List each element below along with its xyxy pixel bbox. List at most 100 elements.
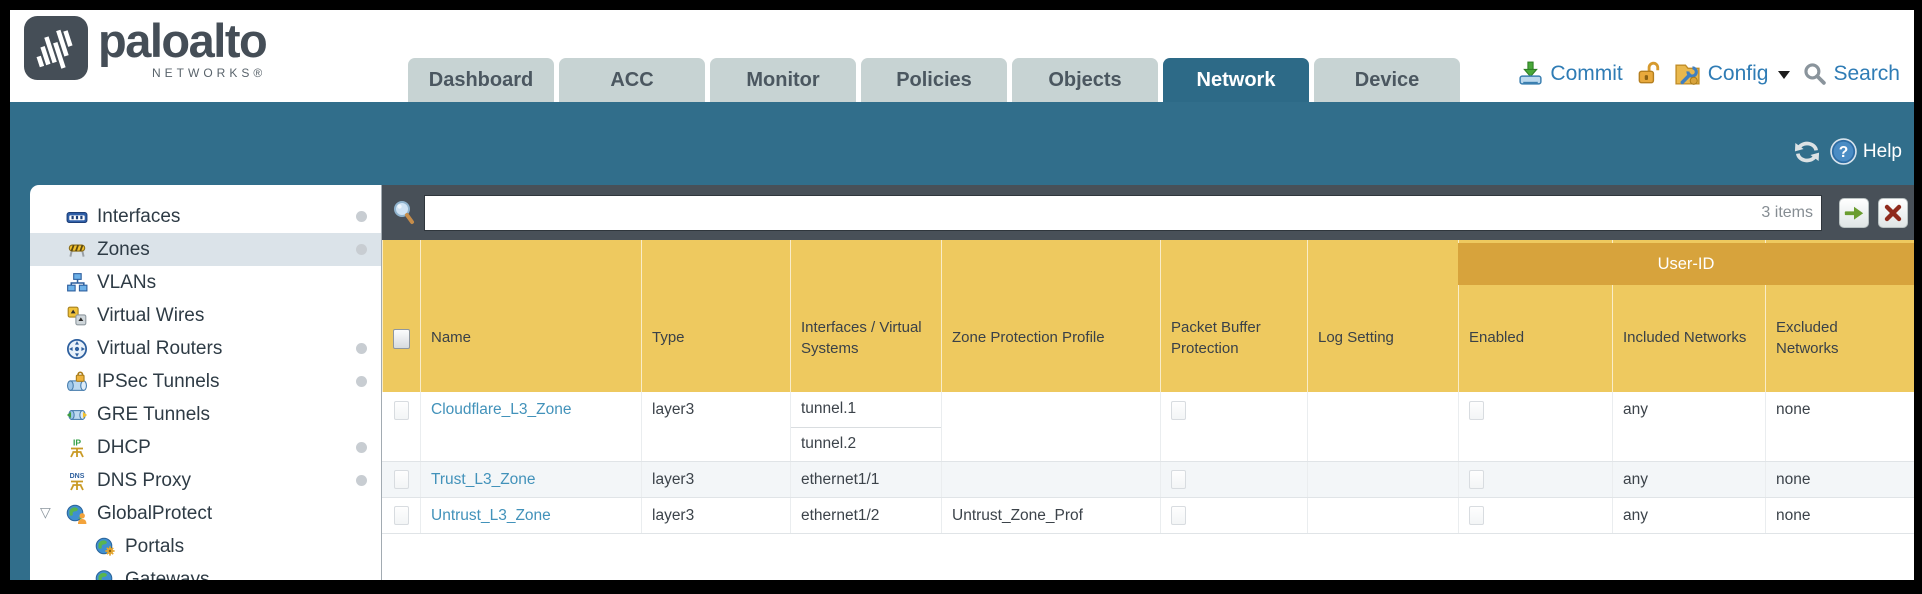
tab-acc[interactable]: ACC <box>559 58 705 102</box>
sidebar-item-zones[interactable]: Zones <box>30 233 381 266</box>
tab-objects[interactable]: Objects <box>1012 58 1158 102</box>
sidebar-item-vlans[interactable]: VLANs <box>30 266 381 299</box>
svg-text:DNS: DNS <box>70 473 85 480</box>
filter-input-wrap: 3 items <box>424 194 1822 231</box>
commit-icon <box>1519 61 1543 85</box>
zone-name-link[interactable]: Cloudflare_L3_Zone <box>431 401 572 418</box>
column-header-included-networks[interactable]: Included Networks <box>1612 240 1765 392</box>
chevron-down-icon <box>1778 71 1791 79</box>
user-id-enabled-checkbox[interactable] <box>1469 470 1484 489</box>
interface-item: tunnel.2 <box>791 426 941 462</box>
row-select-checkbox[interactable] <box>393 401 409 420</box>
status-dot <box>356 211 367 222</box>
paloalto-logo-icon <box>24 16 88 80</box>
zone-protection-profile-cell <box>941 462 1160 497</box>
tab-monitor[interactable]: Monitor <box>710 58 856 102</box>
column-header-enabled[interactable]: Enabled <box>1458 240 1612 392</box>
dns-proxy-icon: DNS <box>66 470 88 492</box>
table-row: Cloudflare_L3_Zone layer3 tunnel.1 tunne… <box>382 392 1914 462</box>
zones-panel: 3 items User-ID Name Typ <box>382 185 1914 580</box>
filter-search-icon <box>394 200 414 224</box>
help-icon: ? <box>1830 138 1857 165</box>
excluded-networks-cell: none <box>1765 498 1914 533</box>
filter-input[interactable] <box>425 195 1762 230</box>
expander-triangle-icon[interactable]: ▽ <box>40 504 51 520</box>
global-search-button[interactable]: Search <box>1802 61 1900 86</box>
header-actions: Commit Config <box>1517 60 1900 87</box>
column-header-interfaces[interactable]: Interfaces / Virtual Systems <box>790 240 941 392</box>
packet-buffer-protection-checkbox[interactable] <box>1171 506 1186 525</box>
sidebar-item-dhcp[interactable]: IP DHCP <box>30 431 381 464</box>
tab-network[interactable]: Network <box>1163 58 1309 102</box>
sidebar-item-virtual-routers[interactable]: Virtual Routers <box>30 332 381 365</box>
svg-text:?: ? <box>1839 144 1849 161</box>
column-header-excluded-networks[interactable]: Excluded Networks <box>1765 240 1914 392</box>
column-header-packet-buffer-protection[interactable]: Packet Buffer Protection <box>1160 240 1307 392</box>
sidebar-item-interfaces[interactable]: Interfaces <box>30 200 381 233</box>
sidebar-item-virtual-wires[interactable]: Virtual Wires <box>30 299 381 332</box>
packet-buffer-protection-checkbox[interactable] <box>1171 401 1186 420</box>
column-header-name[interactable]: Name <box>420 240 641 392</box>
items-count-label: 3 items <box>1761 203 1813 221</box>
column-header-zone-protection-profile[interactable]: Zone Protection Profile <box>941 240 1160 392</box>
included-networks-cell: any <box>1612 462 1765 497</box>
help-button[interactable]: ? Help <box>1830 138 1902 165</box>
sub-header-band: ? Help <box>10 102 1914 185</box>
table-filter-bar: 3 items <box>382 185 1914 240</box>
sidebar-item-dns-proxy[interactable]: DNS DNS Proxy <box>30 464 381 497</box>
svg-text:IP: IP <box>73 437 81 447</box>
zone-type-cell: layer3 <box>641 498 790 533</box>
clear-filter-button[interactable] <box>1878 197 1908 228</box>
column-header-type[interactable]: Type <box>641 240 790 392</box>
gre-tunnels-icon <box>66 404 88 426</box>
refresh-icon[interactable] <box>1793 140 1821 164</box>
brand-wordmark: paloalto <box>98 14 268 67</box>
config-icon <box>1675 64 1700 85</box>
status-dot <box>356 442 367 453</box>
globalprotect-icon <box>66 503 88 525</box>
content-area: Interfaces Zones VLANs <box>10 185 1914 580</box>
table-row: Untrust_L3_Zone layer3 ethernet1/2 Untru… <box>382 498 1914 534</box>
user-id-enabled-checkbox[interactable] <box>1469 506 1484 525</box>
zone-interfaces-cell: ethernet1/2 <box>790 498 941 533</box>
tab-dashboard[interactable]: Dashboard <box>408 58 554 102</box>
select-all-header-cell <box>382 240 420 392</box>
zones-icon <box>66 239 88 261</box>
log-setting-cell <box>1307 498 1458 533</box>
log-setting-cell <box>1307 462 1458 497</box>
config-menu-button[interactable]: Config <box>1673 60 1791 87</box>
sidebar-item-globalprotect[interactable]: ▽ GlobalProtect <box>40 502 213 525</box>
sidebar-item-ipsec-tunnels[interactable]: IPSec Tunnels <box>30 365 381 398</box>
table-row: Trust_L3_Zone layer3 ethernet1/1 any non… <box>382 462 1914 498</box>
sidebar-item-gre-tunnels[interactable]: GRE Tunnels <box>30 398 381 431</box>
status-dot <box>356 376 367 387</box>
interface-item: tunnel.1 <box>801 400 857 418</box>
row-select-checkbox[interactable] <box>393 470 409 489</box>
vlans-icon <box>66 272 88 294</box>
packet-buffer-protection-checkbox[interactable] <box>1171 470 1186 489</box>
top-header: paloalto NETWORKS® Dashboard ACC Monitor… <box>10 10 1914 102</box>
user-id-enabled-checkbox[interactable] <box>1469 401 1484 420</box>
select-all-checkbox[interactable] <box>393 328 410 349</box>
portals-icon <box>94 536 116 558</box>
zone-type-cell: layer3 <box>641 462 790 497</box>
row-select-checkbox[interactable] <box>393 506 409 525</box>
dhcp-icon: IP <box>66 437 88 459</box>
sidebar-item-portals[interactable]: Portals <box>30 530 381 563</box>
apply-filter-button[interactable] <box>1839 197 1869 228</box>
tab-policies[interactable]: Policies <box>861 58 1007 102</box>
tab-device[interactable]: Device <box>1314 58 1460 102</box>
sidebar-item-gateways[interactable]: Gateways <box>30 563 381 580</box>
zone-type-cell: layer3 <box>641 392 790 461</box>
zone-interfaces-cell: tunnel.1 tunnel.2 <box>790 392 941 461</box>
commit-button[interactable]: Commit <box>1517 60 1623 87</box>
main-nav-tabs: Dashboard ACC Monitor Policies Objects N… <box>408 58 1460 102</box>
zone-name-link[interactable]: Untrust_L3_Zone <box>431 506 551 524</box>
column-header-log-setting[interactable]: Log Setting <box>1307 240 1458 392</box>
search-icon <box>1804 63 1827 85</box>
app-window: paloalto NETWORKS® Dashboard ACC Monitor… <box>10 10 1914 580</box>
zone-protection-profile-cell: Untrust_Zone_Prof <box>941 498 1160 533</box>
zone-name-link[interactable]: Trust_L3_Zone <box>431 470 536 488</box>
paloalto-logo: paloalto NETWORKS® <box>24 14 268 80</box>
lock-icon[interactable] <box>1635 60 1661 87</box>
